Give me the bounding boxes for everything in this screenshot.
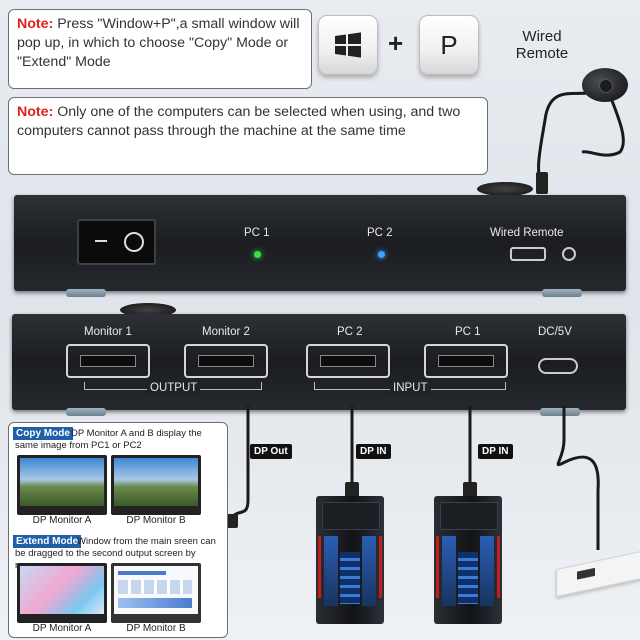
pc-tower-2 xyxy=(316,496,384,624)
pc2-led xyxy=(378,251,385,258)
windows-key xyxy=(318,15,378,75)
extend-monitor-a xyxy=(17,563,107,623)
pc1-input-label: PC 1 xyxy=(455,326,481,338)
windows-logo-icon xyxy=(335,32,361,58)
copy-monitor-b xyxy=(111,455,201,515)
note-text: Press "Window+P",a small window will pop… xyxy=(17,16,300,70)
monitor2-label: Monitor 2 xyxy=(202,326,250,338)
rear-foot-left xyxy=(66,408,106,416)
copy-mode-title: Copy Mode xyxy=(13,427,73,440)
wired-remote-puck[interactable] xyxy=(582,68,628,102)
kvm-rear-panel: Monitor 1 Monitor 2 PC 2 PC 1 DC/5V OUTP… xyxy=(12,314,626,410)
note-label: Note: xyxy=(17,16,54,32)
pc2-input-port[interactable] xyxy=(306,344,390,378)
dc-label: DC/5V xyxy=(538,326,572,338)
top-knob xyxy=(477,182,533,196)
cables xyxy=(224,406,600,550)
extend-monitor-b xyxy=(111,563,201,623)
mode-panel: Copy Mode DP Monitor A and B display the… xyxy=(8,422,228,638)
copy-monitor-a-label: DP Monitor A xyxy=(32,515,92,526)
wired-remote-label: Wired Remote xyxy=(515,28,569,62)
pc1-input-port[interactable] xyxy=(424,344,508,378)
copy-mode-desc: DP Monitor A and B display the same imag… xyxy=(15,428,202,451)
plus-sign: + xyxy=(388,28,404,58)
remote-jack[interactable] xyxy=(562,247,576,261)
adapter-usb-slot xyxy=(577,567,595,580)
monitor1-label: Monitor 1 xyxy=(84,326,132,338)
extend-mode-title: Extend Mode xyxy=(13,535,82,548)
pc2-input-label: PC 2 xyxy=(337,326,363,338)
wired-remote-cable xyxy=(536,88,625,194)
pc1-led xyxy=(254,251,261,258)
remote-port[interactable] xyxy=(510,247,546,261)
note-label: Note: xyxy=(17,104,54,120)
rear-knob xyxy=(120,303,176,317)
copy-monitor-a xyxy=(17,455,107,515)
power-switch[interactable] xyxy=(77,219,156,265)
note-single-computer: Note: Only one of the computers can be s… xyxy=(8,97,488,175)
rear-foot-right xyxy=(540,408,580,416)
note-text: Only one of the computers can be selecte… xyxy=(17,104,461,139)
remote-button[interactable] xyxy=(599,79,613,93)
input-label: INPUT xyxy=(390,382,431,394)
dc-port[interactable] xyxy=(538,358,578,374)
front-foot-right xyxy=(542,289,582,297)
extend-monitor-b-label: DP Monitor B xyxy=(126,623,186,634)
extend-monitor-a-label: DP Monitor A xyxy=(32,623,92,634)
copy-monitor-b-label: DP Monitor B xyxy=(126,515,186,526)
p-key: P xyxy=(419,15,479,75)
front-foot-left xyxy=(66,289,106,297)
dp-in-tag-2: DP IN xyxy=(478,444,513,459)
switch-on-mark xyxy=(95,240,107,242)
monitor2-port[interactable] xyxy=(184,344,268,378)
monitor1-port[interactable] xyxy=(66,344,150,378)
wired-remote-port-label: Wired Remote xyxy=(490,227,564,239)
note-window-p: Note: Press "Window+P",a small window wi… xyxy=(8,9,312,89)
output-label: OUTPUT xyxy=(147,382,201,394)
kvm-front-panel: PC 1 PC 2 Wired Remote xyxy=(14,195,626,291)
pc-tower-1 xyxy=(434,496,502,624)
switch-off-mark xyxy=(124,232,144,252)
pc2-label: PC 2 xyxy=(367,227,393,239)
dp-in-tag-1: DP IN xyxy=(356,444,391,459)
pc1-label: PC 1 xyxy=(244,227,270,239)
dp-out-tag: DP Out xyxy=(250,444,292,459)
